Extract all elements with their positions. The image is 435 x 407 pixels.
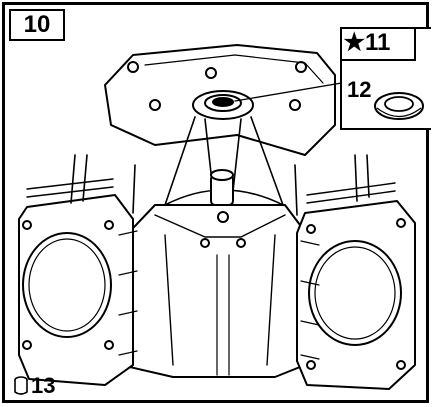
- callout-panel: ★11 12: [339, 26, 431, 130]
- illustration-frame: 10 ★11 12 13: [2, 2, 431, 403]
- starred-part-box: ★11: [339, 26, 416, 61]
- right-cylinder: [294, 154, 416, 390]
- seal-ring-icon: [374, 92, 424, 120]
- step-number-box: 10: [9, 9, 65, 41]
- fluid-callout: 13: [13, 373, 55, 399]
- step-number: 10: [23, 11, 51, 38]
- crankcase-body: [116, 204, 316, 378]
- part-number-12: 12: [347, 77, 372, 102]
- starred-part-number: 11: [365, 28, 391, 56]
- engine-crankcase-drawing: [18, 44, 416, 390]
- star-icon: ★: [343, 28, 366, 56]
- left-cylinder: [18, 154, 138, 386]
- fluid-part-number: 13: [31, 373, 56, 398]
- oil-can-icon: [14, 376, 28, 395]
